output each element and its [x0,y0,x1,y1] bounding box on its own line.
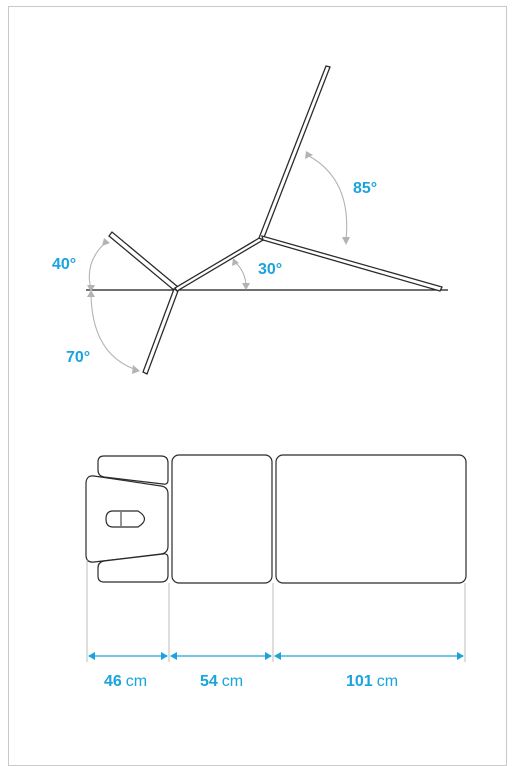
leg-pad [275,454,467,584]
back-segment [174,236,264,292]
leg-segment-raised [258,65,331,241]
leg-segment-tilted [261,235,443,292]
side-view: 40° 70° 30° 85° [52,65,448,375]
face-hole [105,510,146,528]
arm-rest-bottom [97,553,169,583]
angle-arc-40 [88,241,107,290]
head-segment-lowered [142,288,179,375]
back-pad [171,454,273,584]
angle-label-85: 85° [353,180,377,197]
top-view [85,454,467,584]
angle-arc-85 [308,155,348,241]
head-segment-raised [108,231,179,292]
angle-label-70: 70° [66,349,90,366]
arm-rest-top [97,455,169,485]
angle-label-30: 30° [258,261,282,278]
angle-label-40: 40° [52,256,76,273]
angle-arc-70 [90,293,138,371]
